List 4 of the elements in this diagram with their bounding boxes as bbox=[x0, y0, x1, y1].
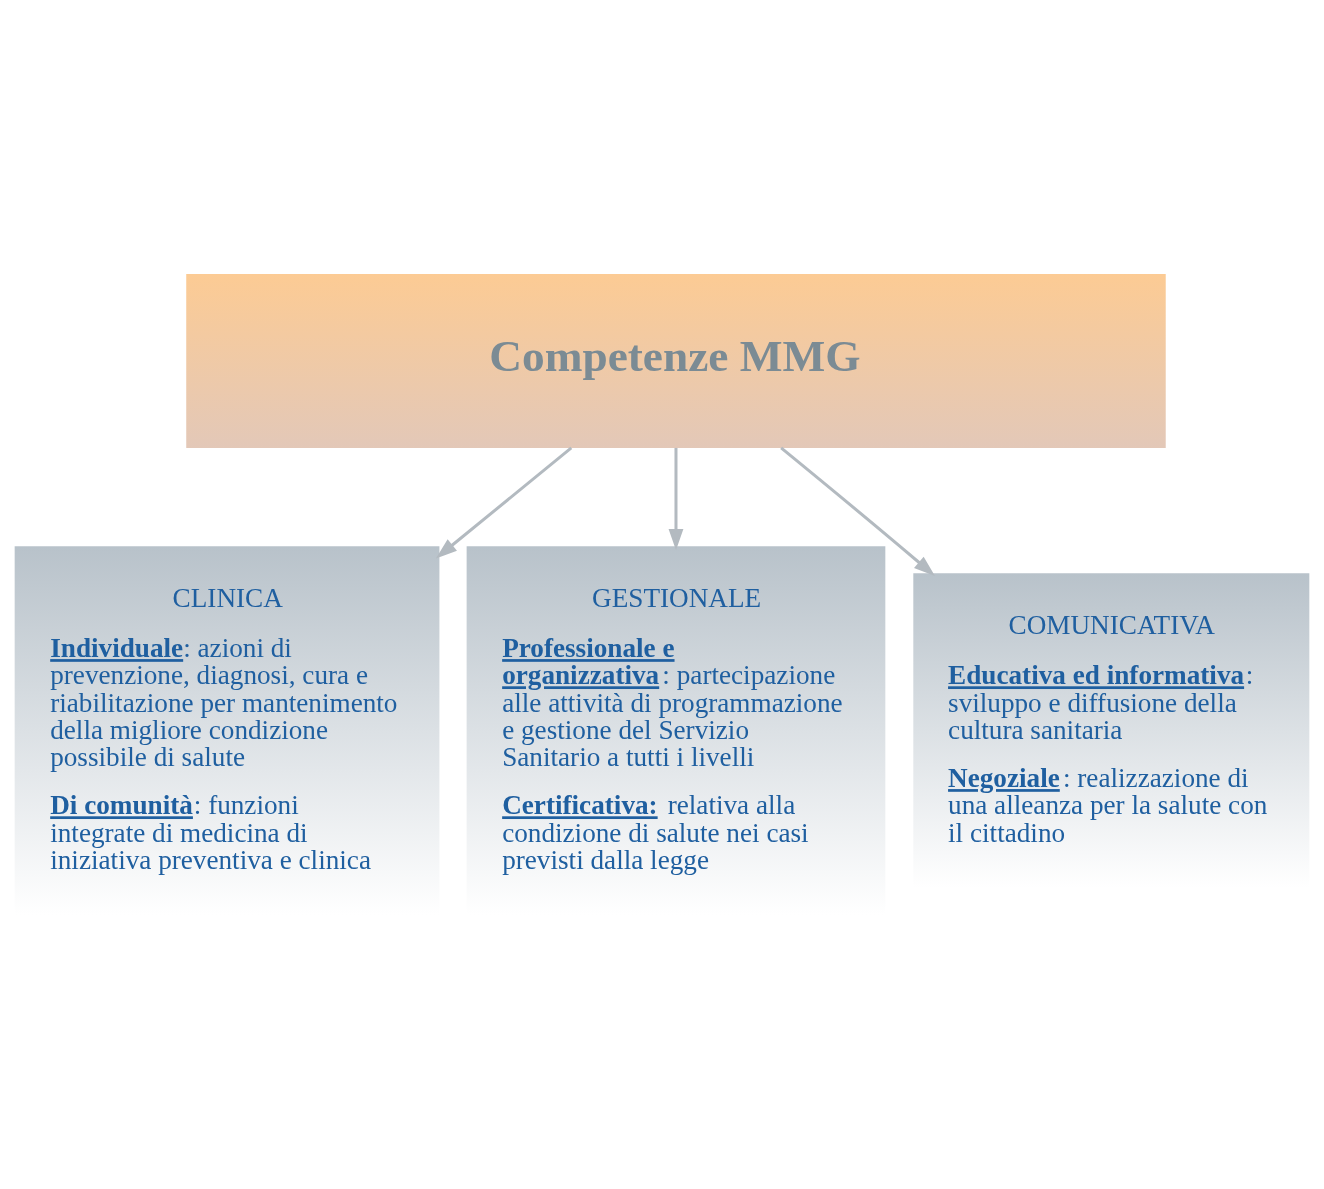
arrow bbox=[780, 446, 935, 577]
arrow bbox=[668, 447, 684, 551]
arrow bbox=[435, 446, 573, 559]
node-box: Competenze MMG bbox=[186, 274, 1166, 448]
